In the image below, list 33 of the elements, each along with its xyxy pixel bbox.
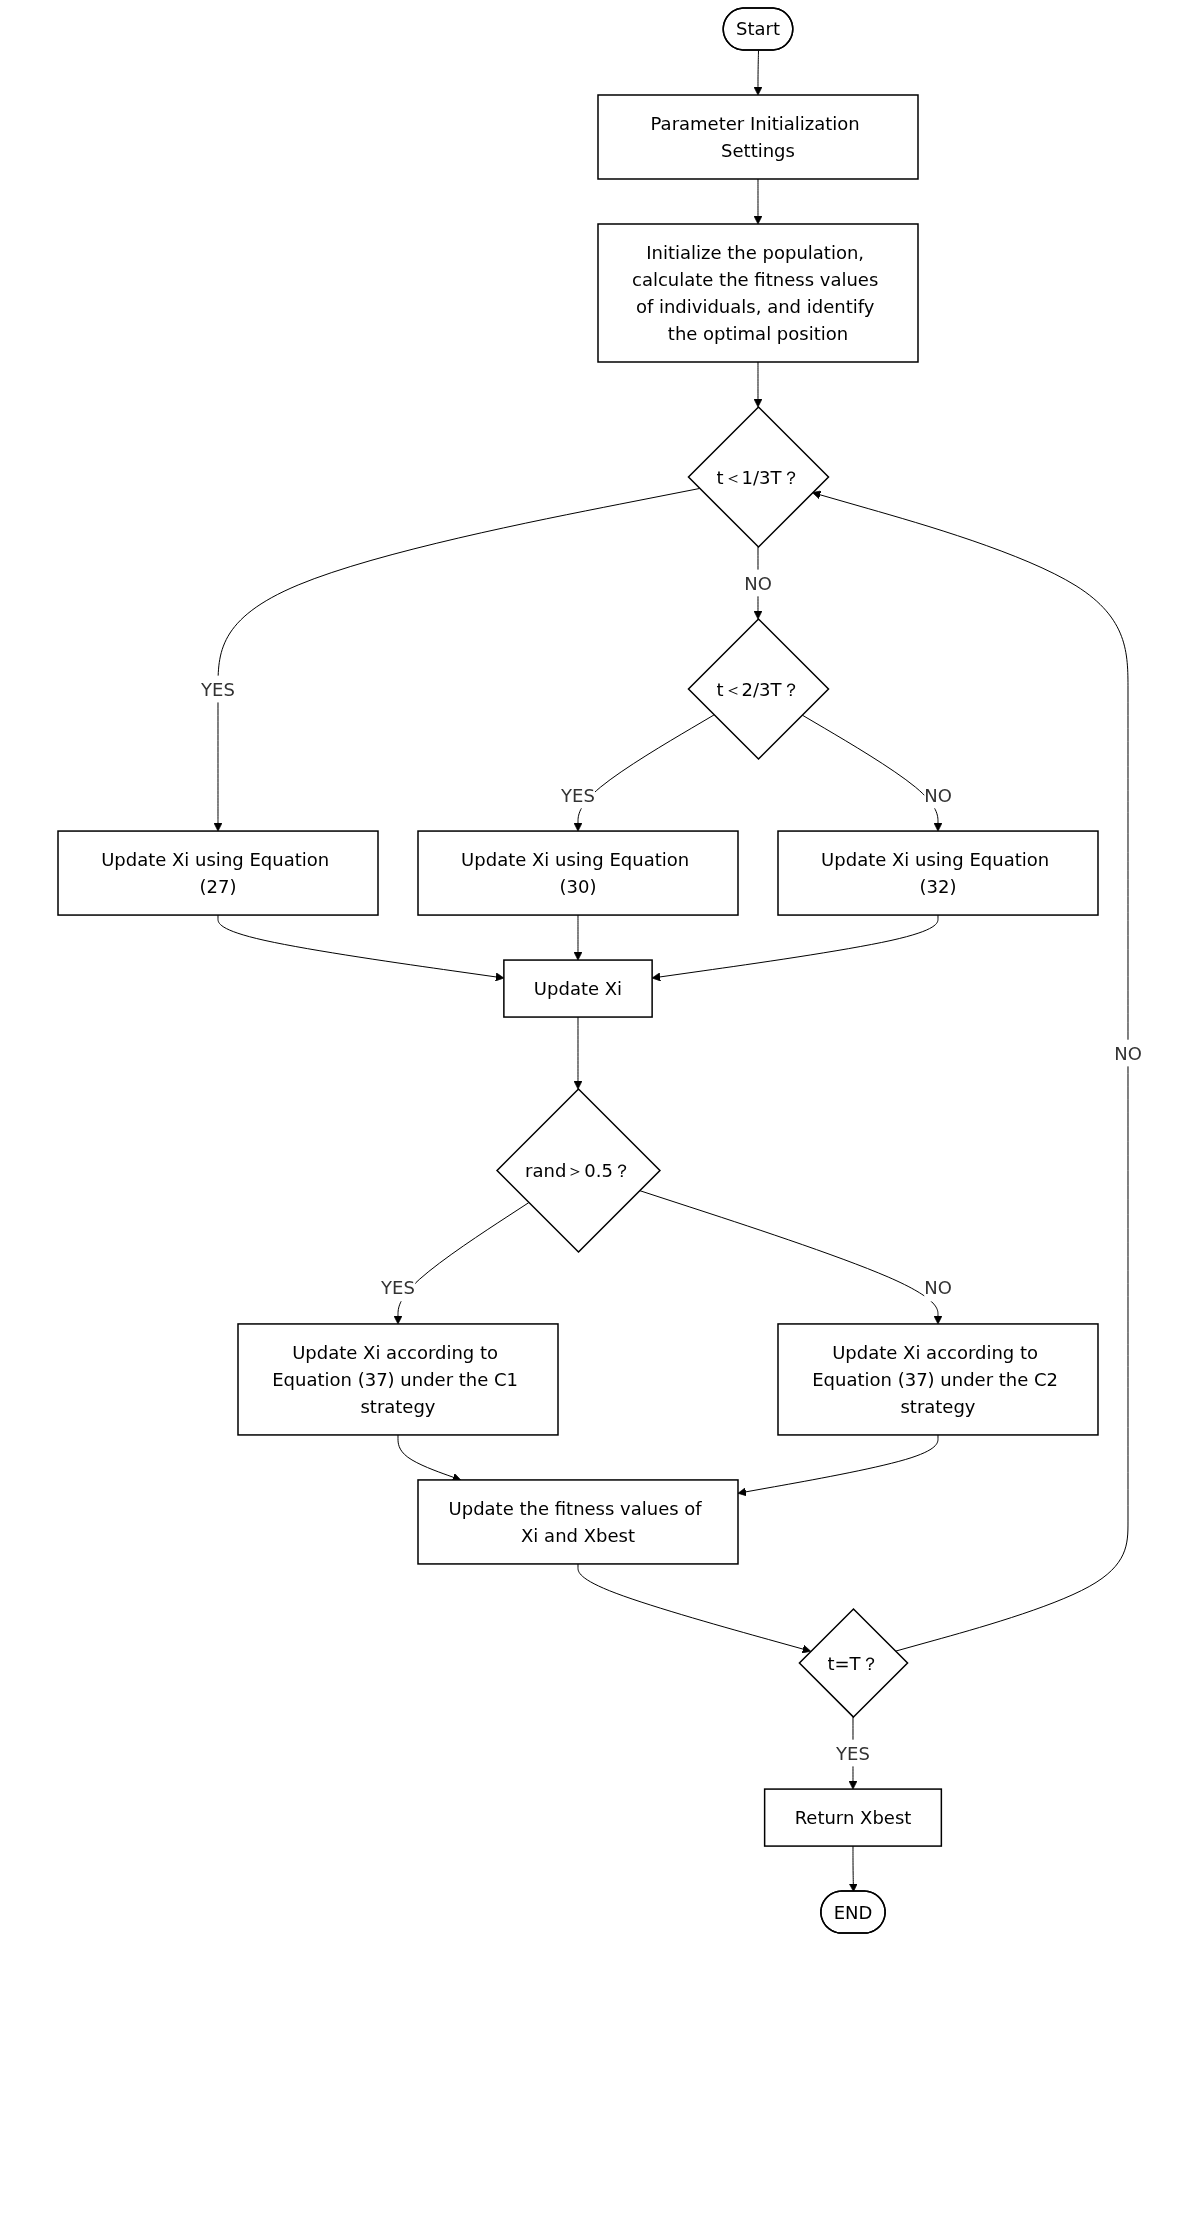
- node-diamond: rand＞0.5？: [496, 1088, 662, 1253]
- node-box: Update Xi: [503, 959, 653, 1018]
- arrow: [577, 1563, 812, 1654]
- arrow: [753, 178, 763, 225]
- arrow: [573, 1016, 583, 1090]
- node-box: Parameter Initialization Settings: [597, 94, 919, 180]
- arrow: [639, 1190, 943, 1325]
- arrow: [849, 1845, 858, 1892]
- node-diamond: t=T？: [798, 1607, 909, 1719]
- arrow: [573, 914, 583, 961]
- edge-label: NO: [1114, 1042, 1142, 1064]
- edge-label: NO: [924, 784, 952, 806]
- arrow: [753, 361, 763, 408]
- arrow: [213, 488, 701, 832]
- arrow: [812, 490, 1129, 1652]
- node-box: Update Xi according to Equation (37) under the C2 strategy: [777, 1323, 1099, 1436]
- node-box: Update Xi using Equation (30): [417, 830, 739, 916]
- node-diamond: t＜2/3T？: [687, 617, 830, 761]
- edge-label: YES: [561, 784, 595, 806]
- node-box: Update the fitness values of Xi and Xbest: [417, 1479, 739, 1565]
- node-box: Update Xi using Equation (27): [57, 830, 379, 916]
- node-box: Update Xi using Equation (32): [777, 830, 1099, 916]
- node-box: Initialize the population, calculate the fitness values of individuals, and identify the optimal position: [597, 223, 919, 363]
- node-diamond: t＜1/3T？: [687, 405, 830, 549]
- node-box: Return Xbest: [764, 1788, 943, 1847]
- arrow: [753, 50, 763, 96]
- arrow: [801, 714, 943, 832]
- edge-label: YES: [201, 678, 235, 700]
- edge-label: NO: [924, 1277, 952, 1299]
- edge-label: NO: [744, 572, 772, 594]
- node-box: Update Xi according to Equation (37) under the C1 strategy: [237, 1323, 559, 1436]
- edge-label: YES: [381, 1277, 415, 1299]
- edge-label: YES: [836, 1742, 870, 1764]
